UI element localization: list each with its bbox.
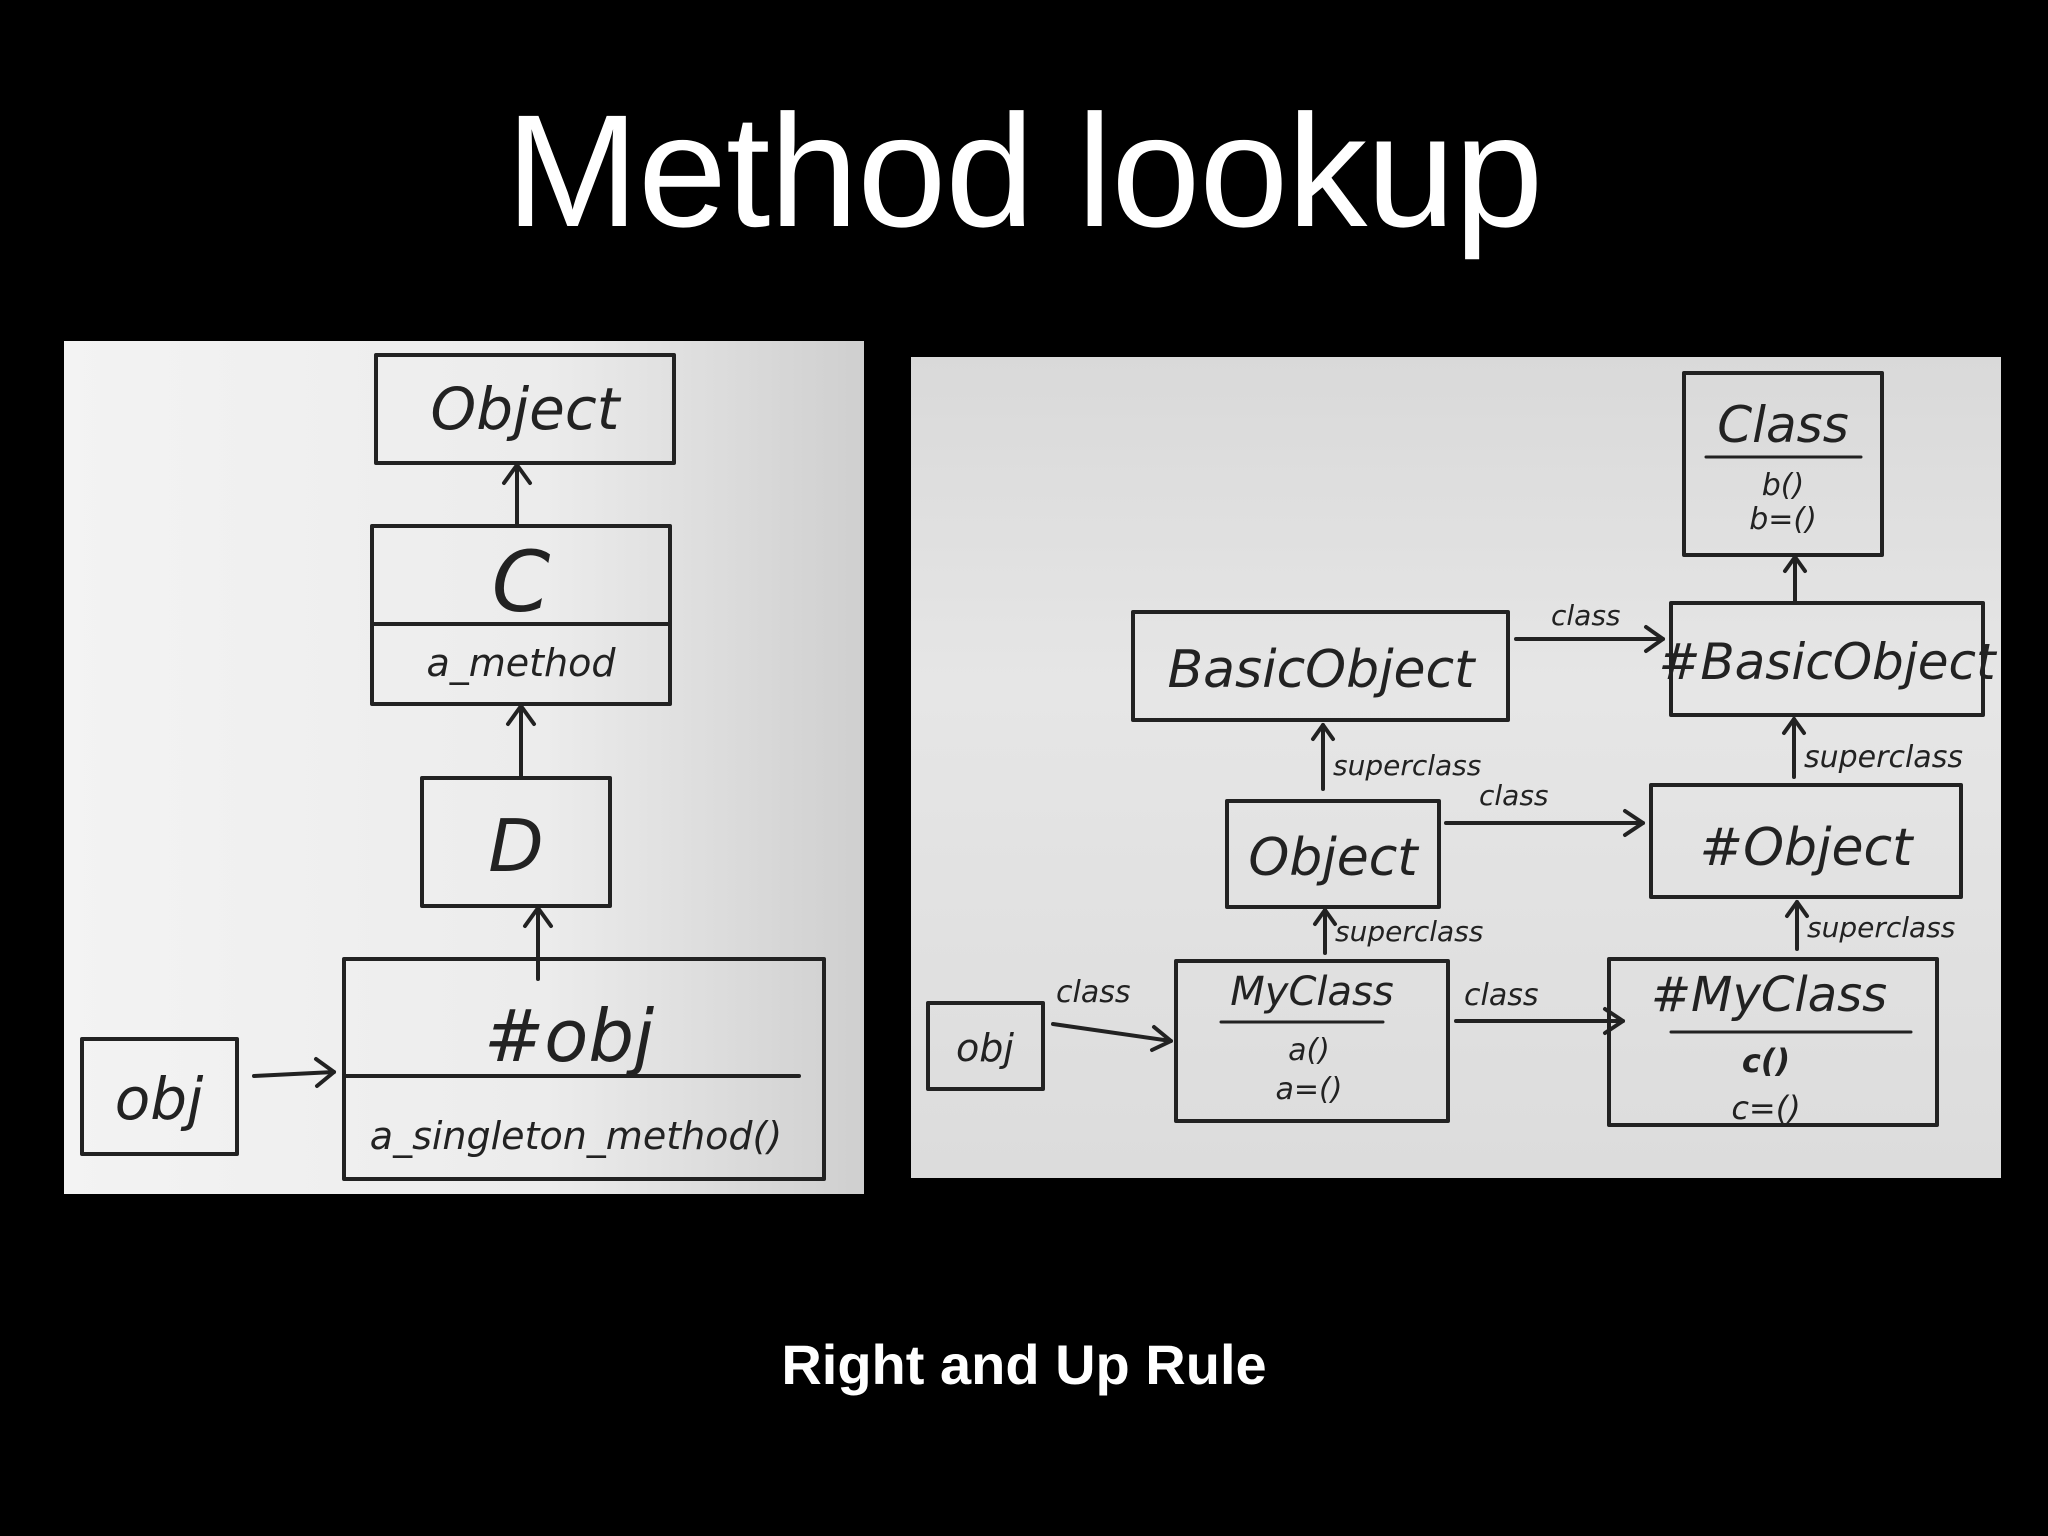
right-metamyclass-method-2: c=(): [1731, 1089, 1800, 1127]
right-metabasicobject-label: #BasicObject: [1658, 633, 1998, 691]
label-superclass-object: superclass: [1333, 749, 1481, 782]
right-class-box: Class b() b=(): [1682, 371, 1884, 557]
arrow-obj-to-singleton: [252, 1057, 336, 1088]
left-object-box: Object: [374, 353, 676, 465]
right-metaobject-label: #Object: [1700, 818, 1915, 878]
left-diagram: Object C a_method D: [80, 353, 826, 1181]
left-c-method: a_method: [426, 641, 616, 685]
right-metamyclass-method-1: c(): [1742, 1042, 1790, 1080]
arrow-metabasic-to-class: [1783, 555, 1807, 605]
arrow-metamyclass-superclass: superclass: [1785, 900, 1955, 951]
left-singleton-method: a_singleton_method(): [370, 1114, 782, 1158]
label-superclass-metaobject: superclass: [1804, 740, 1963, 775]
right-myclass-method-2: a=(): [1276, 1072, 1343, 1107]
label-class-object: class: [1479, 779, 1549, 812]
right-metaobject-box: #Object: [1649, 783, 1963, 899]
right-class-method-1: b(): [1762, 468, 1804, 503]
label-class-myclass: class: [1464, 978, 1538, 1013]
arrow-metaobject-superclass: superclass: [1782, 717, 1963, 779]
right-object-label: Object: [1248, 828, 1419, 888]
arrow-basicobject-class: class: [1514, 599, 1665, 653]
arrow-singleton-to-d: [523, 906, 553, 981]
label-class-basicobject: class: [1551, 599, 1621, 632]
arrow-c-to-object: [502, 463, 532, 528]
left-singleton-box: #obj a_singleton_method(): [342, 957, 826, 1181]
left-c-label: C: [492, 533, 551, 631]
arrow-myclass-class: class: [1454, 978, 1625, 1035]
right-object-box: Object: [1225, 799, 1441, 909]
arrow-d-to-c: [506, 704, 536, 780]
arrow-obj-class: class: [1051, 975, 1173, 1052]
right-myclass-label: MyClass: [1230, 969, 1393, 1015]
left-obj-label: obj: [115, 1065, 204, 1133]
right-diagram: Class b() b=() BasicObject #BasicObject …: [926, 371, 1998, 1127]
right-obj-label: obj: [956, 1026, 1014, 1070]
left-singleton-label: #obj: [484, 994, 654, 1078]
arrow-object-class: class: [1444, 779, 1645, 837]
left-obj-box: obj: [80, 1037, 239, 1156]
right-basicobject-box: BasicObject: [1131, 610, 1510, 722]
right-metabasicobject-box: #BasicObject: [1658, 601, 1998, 717]
right-class-method-2: b=(): [1749, 502, 1817, 537]
slide-subtitle: Right and Up Rule: [781, 1333, 1267, 1396]
left-c-box: C a_method: [370, 524, 672, 706]
left-d-box: D: [420, 776, 612, 908]
arrow-object-superclass: superclass: [1311, 723, 1481, 791]
right-metamyclass-label: #MyClass: [1651, 967, 1887, 1023]
slide-title: Method lookup: [505, 81, 1544, 260]
right-myclass-box: MyClass a() a=(): [1174, 959, 1450, 1123]
right-metamyclass-box: #MyClass c() c=(): [1607, 957, 1939, 1127]
label-superclass-metamyclass: superclass: [1807, 911, 1955, 944]
left-d-label: D: [488, 804, 543, 888]
right-myclass-method-1: a(): [1288, 1033, 1330, 1068]
label-class-obj: class: [1056, 975, 1130, 1010]
right-obj-box: obj: [926, 1001, 1045, 1091]
label-superclass-myclass: superclass: [1335, 915, 1483, 948]
arrow-myclass-superclass: superclass: [1313, 908, 1483, 955]
left-object-label: Object: [431, 375, 622, 443]
left-diagram-photo: Object C a_method D: [64, 341, 864, 1194]
right-class-label: Class: [1717, 396, 1849, 454]
right-basicobject-label: BasicObject: [1167, 640, 1476, 700]
right-diagram-photo: Class b() b=() BasicObject #BasicObject …: [911, 357, 2001, 1178]
